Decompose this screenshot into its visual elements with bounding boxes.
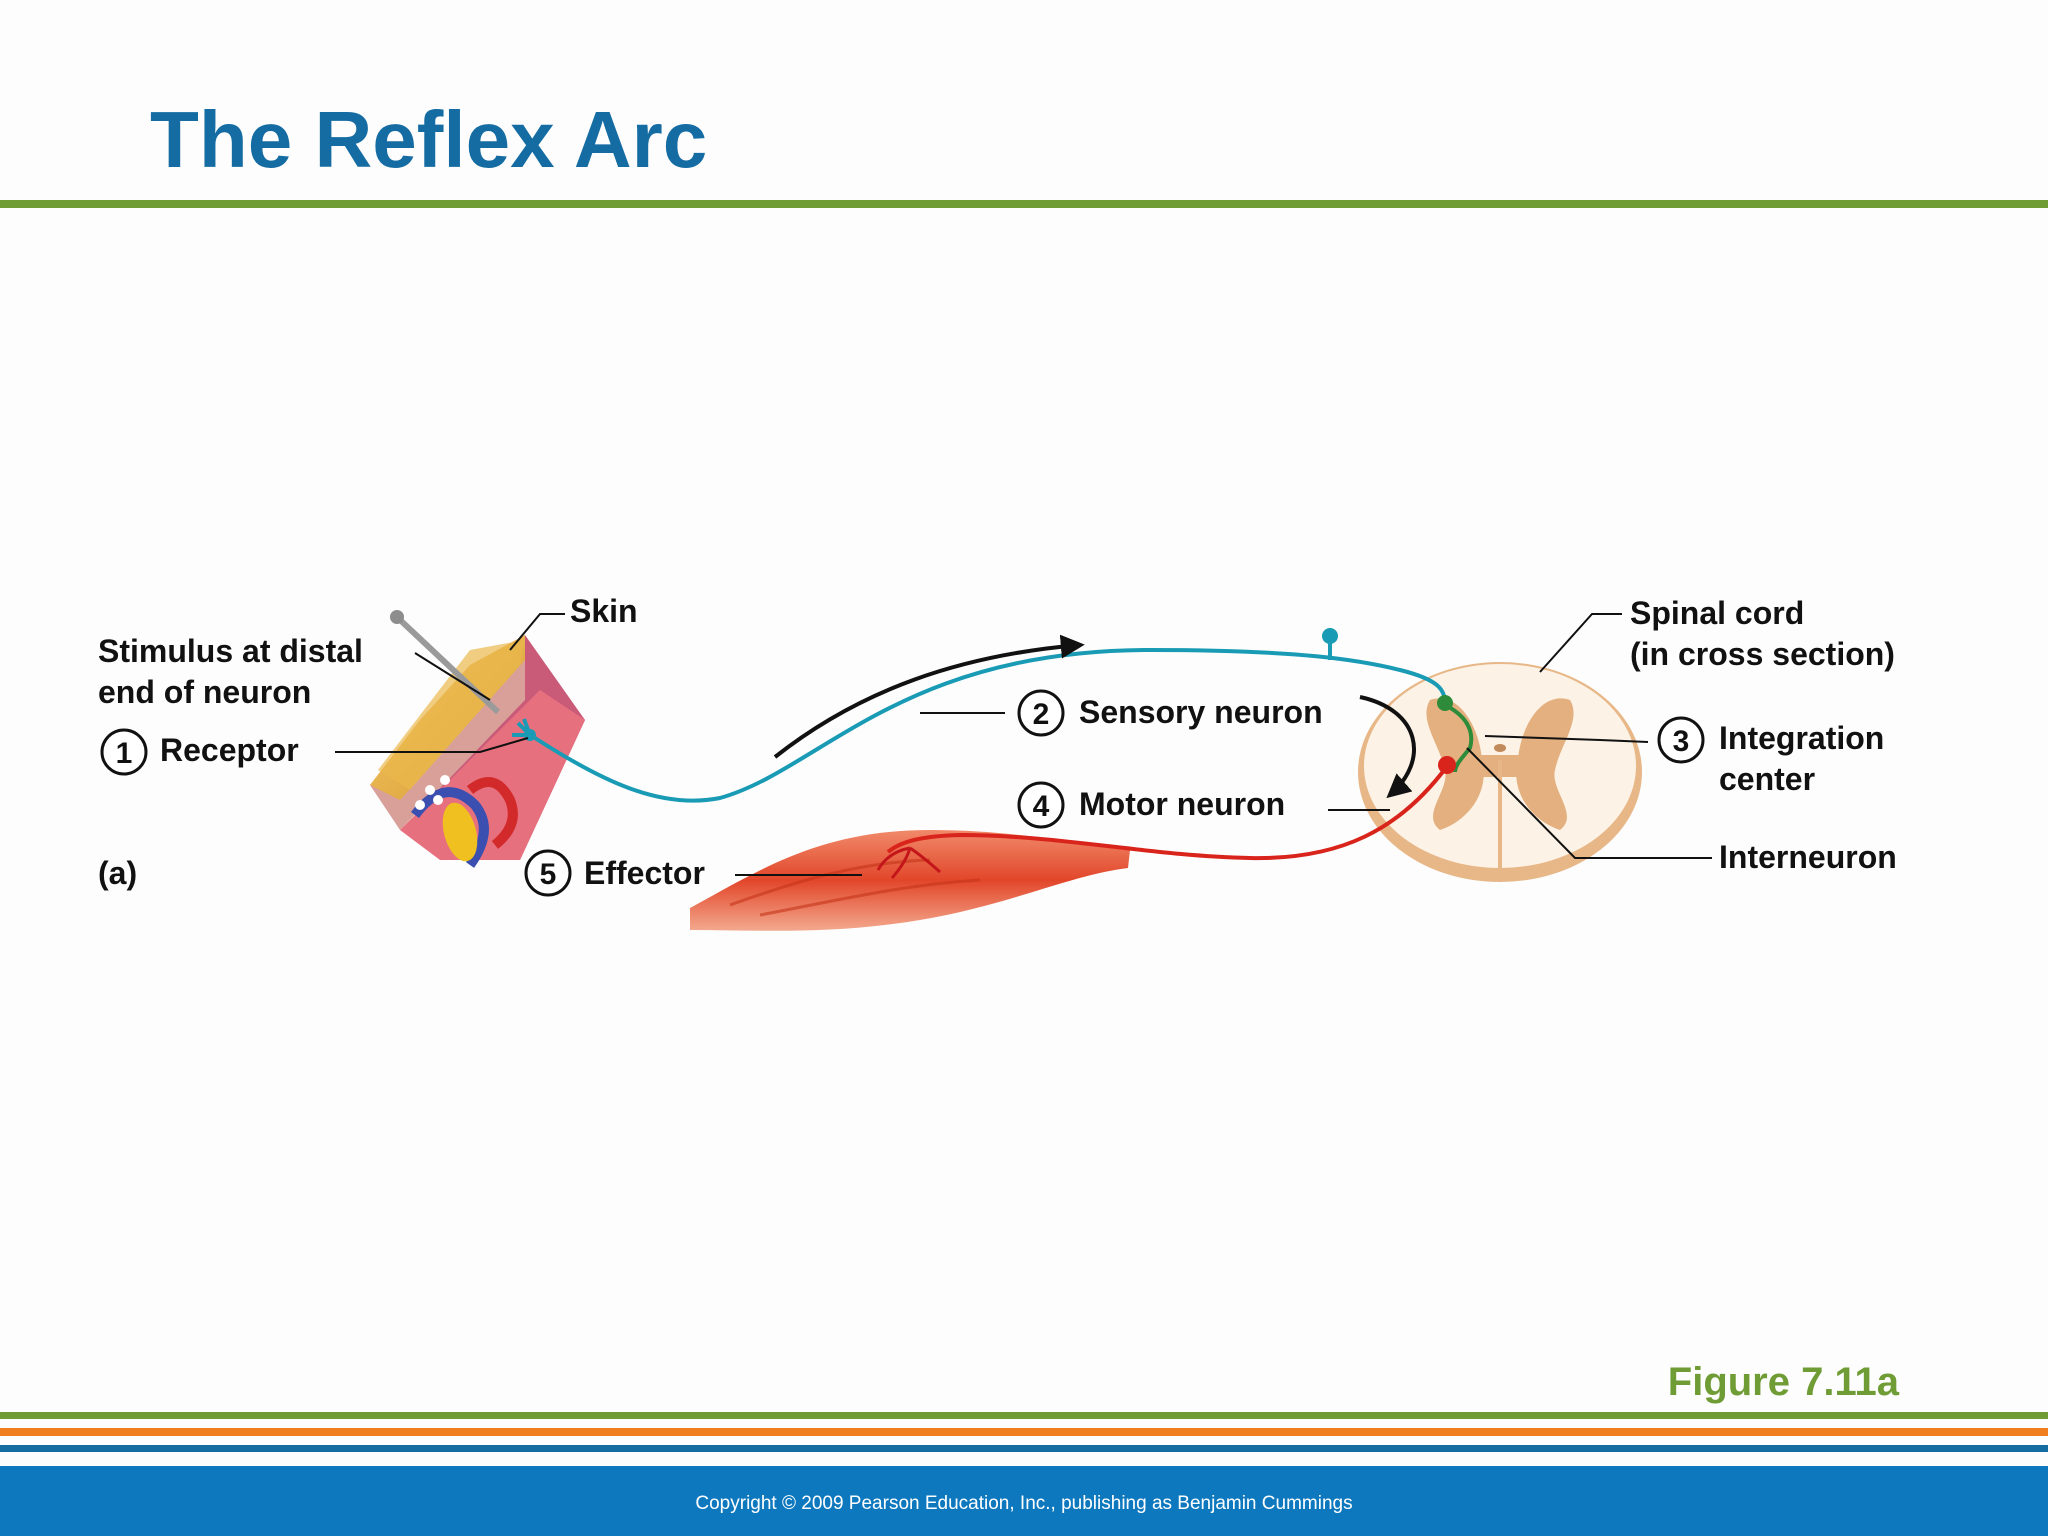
svg-text:1: 1: [116, 737, 133, 770]
step-1-badge: 1: [100, 728, 148, 776]
interneuron-path: [1444, 703, 1474, 773]
svg-text:5: 5: [540, 858, 557, 891]
footer-stripe-blue: [0, 1445, 2048, 1452]
stimulus-label-line1: Stimulus at distal: [98, 633, 363, 669]
effector-label: Effector: [584, 855, 705, 891]
interneuron-cell-body: [1437, 695, 1453, 711]
reflex-direction-arrow-icon: [1359, 695, 1416, 799]
receptor-label: Receptor: [160, 732, 299, 768]
muscle-illustration: [690, 830, 1130, 931]
interneuron-leader-line: [1466, 747, 1712, 859]
spinal-cord-label-line1: Spinal cord: [1630, 595, 1804, 631]
motor-neuron-path: [886, 763, 1450, 861]
spinal-cord-leader-line: [1539, 613, 1622, 673]
motor-neuron-cell-body: [1438, 756, 1456, 774]
integration-center-leader-line: [1484, 735, 1649, 743]
svg-text:3: 3: [1673, 725, 1690, 758]
step-3-badge: 3: [1657, 716, 1705, 764]
sensory-neuron-label: Sensory neuron: [1079, 694, 1323, 730]
figure-label: Figure 7.11a: [1667, 1360, 1899, 1404]
spinal-cord-label-line2: (in cross section): [1630, 636, 1895, 672]
motor-neuron-label: Motor neuron: [1079, 786, 1285, 822]
stimulus-label-line2: end of neuron: [98, 674, 311, 710]
stimulus-leader-line: [414, 652, 491, 701]
footer-bar: Copyright © 2009 Pearson Education, Inc.…: [0, 1466, 2048, 1536]
svg-text:4: 4: [1033, 790, 1050, 823]
integration-center-label-line1: Integration: [1719, 720, 1884, 756]
step-5-badge: 5: [524, 849, 572, 897]
title-divider: [0, 200, 2048, 208]
sensory-neuron-path: [533, 647, 1447, 803]
panel-label: (a): [98, 855, 137, 891]
footer-stripe-orange: [0, 1428, 2048, 1436]
skin-block-illustration: [370, 635, 585, 868]
svg-text:2: 2: [1033, 698, 1050, 731]
interneuron-label: Interneuron: [1719, 839, 1897, 875]
step-2-badge: 2: [1017, 689, 1065, 737]
footer-stripe-green: [0, 1412, 2048, 1419]
skin-leader-line: [509, 613, 565, 651]
receptor-leader-line: [335, 737, 529, 753]
step-4-badge: 4: [1017, 781, 1065, 829]
spinal-cord-cross-section: [1358, 662, 1642, 882]
pin-icon: [390, 610, 501, 715]
copyright-text: Copyright © 2009 Pearson Education, Inc.…: [695, 1493, 1353, 1514]
skin-label: Skin: [570, 593, 638, 629]
impulse-direction-arrow-icon: [773, 634, 1085, 759]
slide-title: The Reflex Arc: [150, 95, 708, 184]
sensory-cell-body: [1322, 628, 1338, 660]
integration-center-label-line2: center: [1719, 761, 1815, 797]
